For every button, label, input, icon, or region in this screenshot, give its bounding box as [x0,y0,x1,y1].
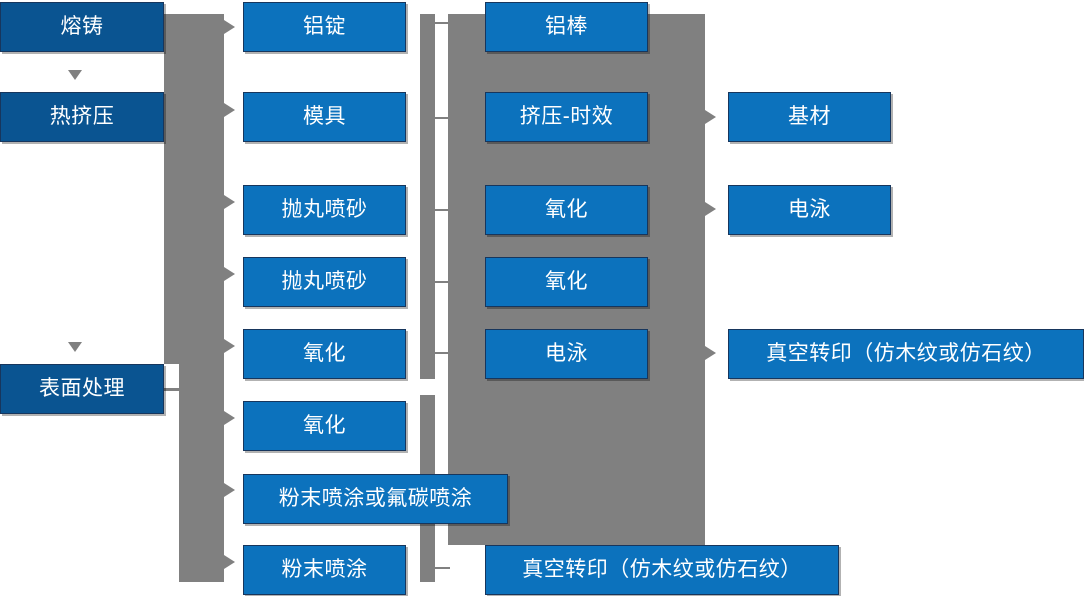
arrow-to-c2-powder-fluoro [224,483,235,497]
connector-tick-2 [435,117,450,119]
connector-tick-6 [435,567,450,569]
process-label-c2-powder-fluoro: 粉末喷涂或氟碳喷涂 [278,487,473,511]
stage-box-extrude[interactable]: 热挤压 [0,92,164,142]
arrow-to-c2-oxidation-2 [224,411,235,425]
connector-band-mid-upper [420,14,435,379]
process-label-c3-electro: 电泳 [545,342,588,366]
connector-tick-4 [435,281,450,283]
arrow-to-c2-powder [224,555,235,569]
process-label-c3-oxidation-1: 氧化 [545,198,588,222]
process-box-c2-powder-fluoro[interactable]: 粉末喷涂或氟碳喷涂 [243,474,508,524]
process-box-c2-ingot[interactable]: 铝锭 [243,2,406,52]
arrow-to-c2-mold [224,103,235,117]
connector-tick-3 [435,209,450,211]
process-label-c2-oxidation-2: 氧化 [303,414,346,438]
process-label-c3-bar: 铝棒 [545,15,588,39]
arrow-extrude-to-surface [68,342,82,352]
arrow-to-c4-electro [705,202,716,216]
process-box-c2-shotblast-1[interactable]: 抛丸喷砂 [243,185,406,235]
process-box-c3-oxidation-2[interactable]: 氧化 [485,257,648,307]
process-label-c2-ingot: 铝锭 [303,15,346,39]
process-box-c4-vacuum[interactable]: 真空转印（仿木纹或仿石纹） [728,329,1084,379]
process-label-c2-shotblast-2: 抛丸喷砂 [281,270,368,294]
stage-box-melting[interactable]: 熔铸 [0,2,164,52]
process-label-c3-oxidation-2: 氧化 [545,270,588,294]
process-label-c2-powder: 粉末喷涂 [281,558,368,582]
process-box-c2-shotblast-2[interactable]: 抛丸喷砂 [243,257,406,307]
stage-box-surface[interactable]: 表面处理 [0,364,164,414]
arrow-to-c2-shotblast-1 [224,195,235,209]
process-box-c2-mold[interactable]: 模具 [243,92,406,142]
connector-tick-5 [435,352,450,354]
process-box-c3-vacuum[interactable]: 真空转印（仿木纹或仿石纹） [485,545,839,595]
arrow-to-c4-vacuum [705,346,716,360]
process-label-c2-mold: 模具 [303,105,346,129]
stage-label-surface: 表面处理 [39,377,125,401]
process-label-c3-vacuum: 真空转印（仿木纹或仿石纹） [522,558,802,582]
stage-label-extrude: 热挤压 [49,105,115,129]
connector-stub-surface [164,388,184,391]
connector-band-left-lower [179,364,224,582]
arrow-to-c2-oxidation-1 [224,339,235,353]
connector-band-left-upper [164,14,224,364]
process-box-c3-electro[interactable]: 电泳 [485,329,648,379]
process-label-c3-extrude-age: 挤压-时效 [519,105,614,129]
connector-tick-1 [435,22,450,24]
arrow-melting-to-extrude [68,70,82,80]
arrow-to-c4-substrate [705,110,716,124]
arrow-to-c2-shotblast-2 [224,267,235,281]
process-label-c2-shotblast-1: 抛丸喷砂 [281,198,368,222]
process-label-c4-vacuum: 真空转印（仿木纹或仿石纹） [766,342,1046,366]
process-box-c3-extrude-age[interactable]: 挤压-时效 [485,92,648,142]
process-box-c3-oxidation-1[interactable]: 氧化 [485,185,648,235]
process-box-c2-powder[interactable]: 粉末喷涂 [243,545,406,595]
arrow-to-c2-ingot [224,20,235,34]
process-label-c4-electro: 电泳 [788,198,831,222]
process-box-c2-oxidation-1[interactable]: 氧化 [243,329,406,379]
process-label-c2-oxidation-1: 氧化 [303,342,346,366]
process-box-c4-substrate[interactable]: 基材 [728,92,891,142]
stage-label-melting: 熔铸 [60,15,104,39]
process-label-c4-substrate: 基材 [788,105,831,129]
process-box-c2-oxidation-2[interactable]: 氧化 [243,401,406,451]
process-box-c3-bar[interactable]: 铝棒 [485,2,648,52]
process-box-c4-electro[interactable]: 电泳 [728,185,891,235]
